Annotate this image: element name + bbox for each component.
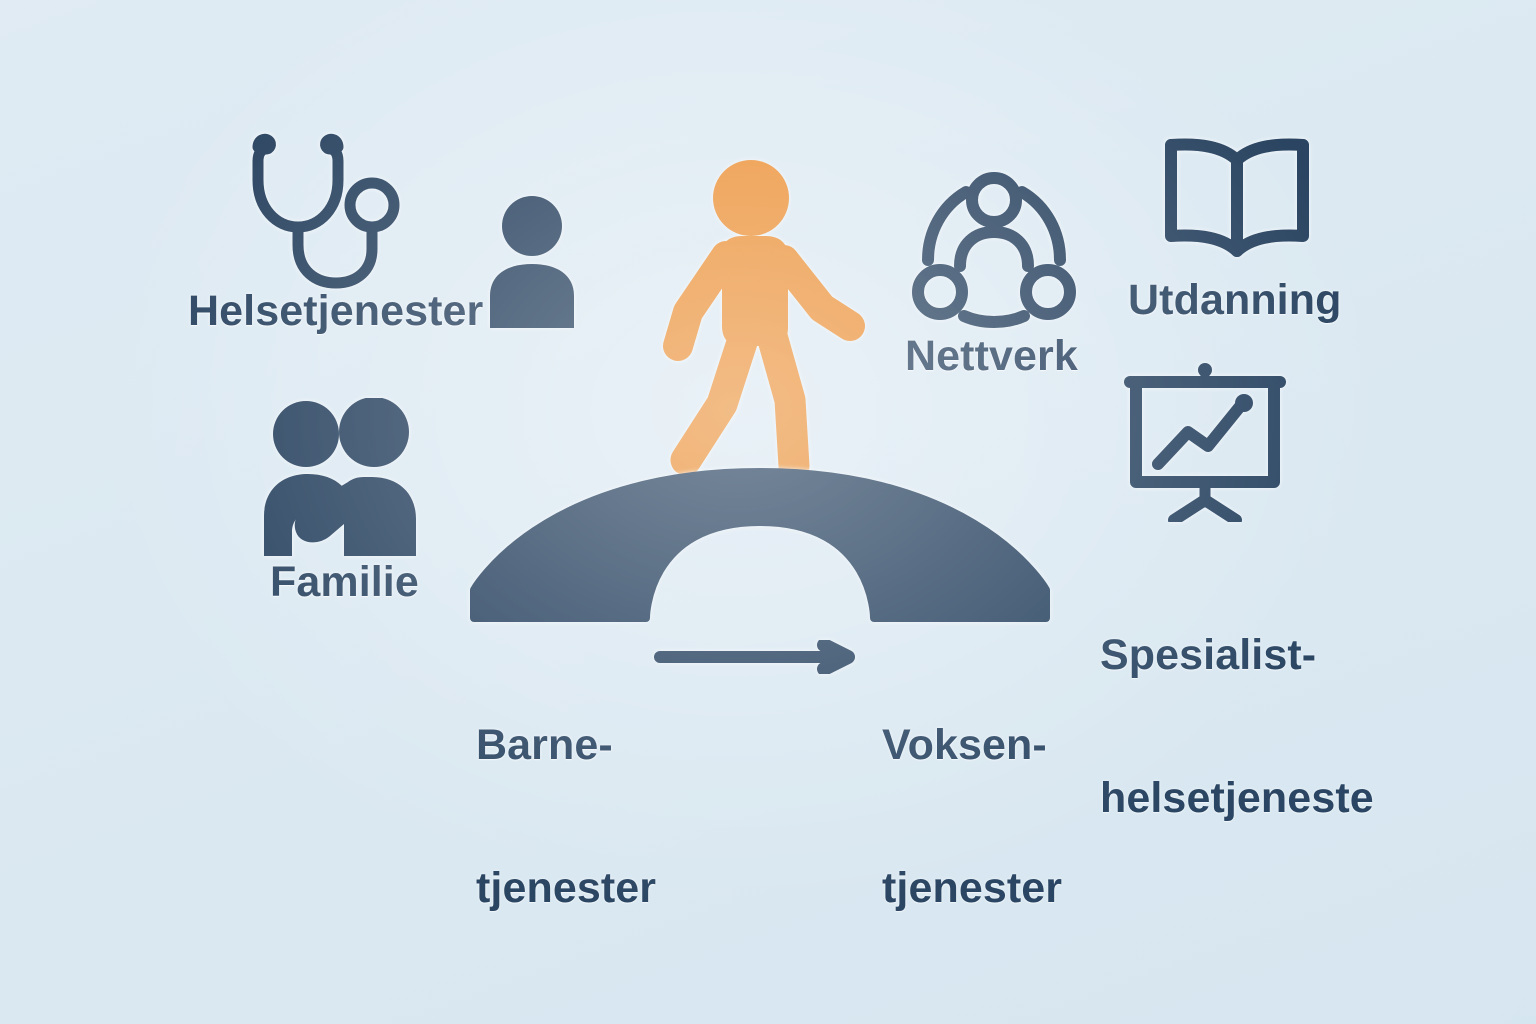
label-barnetjenester-line2: tjenester [476,863,657,912]
stethoscope-icon [236,133,408,291]
label-spesialisthelsetjeneste-line2: helsetjeneste [1100,773,1374,822]
label-spesialisthelsetjeneste-line1: Spesialist- [1100,631,1317,680]
presentation-chart-icon [1120,362,1290,522]
right-arrow-icon [654,640,858,674]
label-barnetjenester: Barne- tjenester [476,632,656,1003]
label-barnetjenester-line1: Barne- [476,721,613,770]
person-silhouette-icon [484,196,580,328]
label-spesialisthelsetjeneste: Spesialist- helsetjeneste [1100,542,1374,913]
label-familie: Familie [270,558,419,606]
family-pair-icon [256,398,424,556]
label-helsetjenester: Helsetjenester [188,287,484,335]
open-book-icon [1157,138,1317,260]
label-nettverk: Nettverk [905,332,1078,380]
label-voksentjenester-line2: tjenester [882,863,1063,912]
bridge-arch-icon [470,466,1050,624]
label-utdanning: Utdanning [1128,276,1342,324]
network-people-icon [912,170,1076,330]
label-voksentjenester: Voksen- tjenester [882,632,1062,1003]
label-voksentjenester-line1: Voksen- [882,721,1047,770]
walking-person-icon [662,160,870,480]
